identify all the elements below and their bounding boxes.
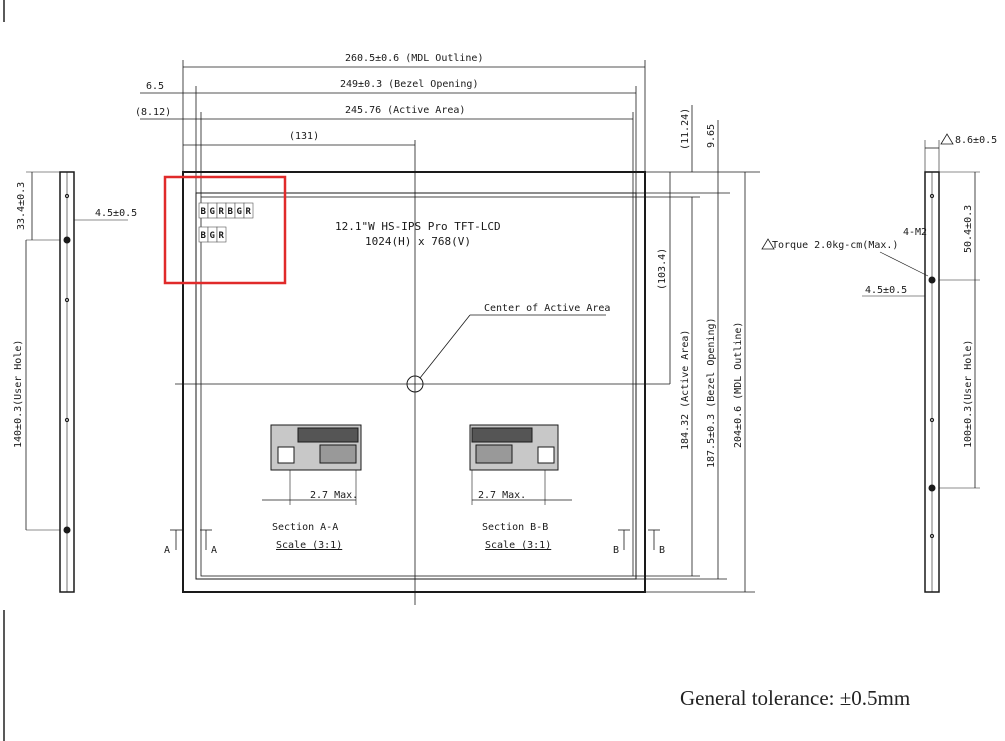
left-top-dim: 33.4±0.3 [16, 182, 27, 230]
left-side-view [25, 171, 128, 593]
section-marker-a-right: A [211, 545, 217, 556]
subpixel-label: G [210, 207, 215, 217]
left-hole-offset: 4.5±0.5 [95, 208, 137, 219]
section-b-title: Section B-B [482, 522, 548, 533]
section-b-max: 2.7 Max. [478, 490, 526, 501]
subpixel-label: B [228, 207, 234, 217]
dim-mdl-outline-height: 204±0.6 (MDL Outline) [733, 322, 744, 448]
dim-top-offset-1: (11.24) [680, 108, 691, 150]
right-torque: Torque 2.0kg-cm(Max.) [772, 240, 898, 251]
panel-resolution: 1024(H) x 768(V) [365, 235, 471, 248]
center-of-active-area-label: Center of Active Area [484, 303, 610, 314]
dim-mdl-outline-width: 260.5±0.6 (MDL Outline) [345, 53, 483, 64]
dim-left-offset-1: 6.5 [146, 81, 164, 92]
subpixel-cell [216, 226, 227, 243]
left-user-hole: 140±0.3(User Hole) [13, 340, 24, 448]
subpixel-label: G [210, 231, 215, 241]
subpixel-label: R [219, 207, 225, 217]
section-marker-a-left: A [164, 545, 170, 556]
subpixel-cell [243, 202, 254, 219]
subpixel-label: B [201, 231, 207, 241]
subpixel-label: G [237, 207, 242, 217]
section-a-detail [262, 424, 362, 505]
dim-top-offset-2: 9.65 [706, 124, 717, 148]
right-hole-offset: 4.5±0.5 [865, 285, 907, 296]
module-outline [182, 171, 646, 593]
warning-triangle-icon [761, 133, 954, 250]
right-thickness: 8.6±0.5 [955, 135, 997, 146]
dim-bezel-opening-height: 187.5±0.3 (Bezel Opening) [706, 317, 717, 468]
subpixel-label: R [246, 207, 252, 217]
right-dimensions [633, 105, 760, 593]
right-user-hole: 100±0.3(User Hole) [963, 340, 974, 448]
section-a-max: 2.7 Max. [310, 490, 358, 501]
dim-half-vertical: (103.4) [657, 248, 668, 290]
center-leader [419, 314, 471, 379]
front-view [175, 140, 670, 605]
section-marker-b-left: B [613, 545, 619, 556]
bezel-opening [195, 192, 637, 580]
section-cut-markers [170, 529, 660, 550]
top-dimensions [140, 60, 646, 197]
subpixel-label: B [201, 207, 207, 217]
section-b-detail [469, 424, 572, 505]
panel-title: 12.1"W HS-IPS Pro TFT-LCD [335, 220, 501, 233]
pixel-arrangement-highlight [163, 175, 287, 285]
right-top-dim: 50.4±0.3 [963, 205, 974, 253]
right-screw: 4-M2 [903, 227, 927, 238]
section-b-scale: Scale (3:1) [485, 540, 551, 551]
dim-left-offset-2: (8.12) [135, 107, 171, 118]
section-a-scale: Scale (3:1) [276, 540, 342, 551]
dim-active-area-height: 184.32 (Active Area) [680, 330, 691, 450]
general-tolerance-note: General tolerance: ±0.5mm [680, 686, 911, 710]
dim-bezel-opening-width: 249±0.3 (Bezel Opening) [340, 79, 478, 90]
subpixel-label: R [219, 231, 225, 241]
dim-active-area-width: 245.76 (Active Area) [345, 105, 465, 116]
dim-half-active-width: (131) [289, 131, 319, 142]
center-mark [406, 375, 424, 393]
right-side-view [862, 140, 980, 593]
section-marker-b-right: B [659, 545, 665, 556]
active-area [200, 196, 634, 577]
section-a-title: Section A-A [272, 522, 338, 533]
